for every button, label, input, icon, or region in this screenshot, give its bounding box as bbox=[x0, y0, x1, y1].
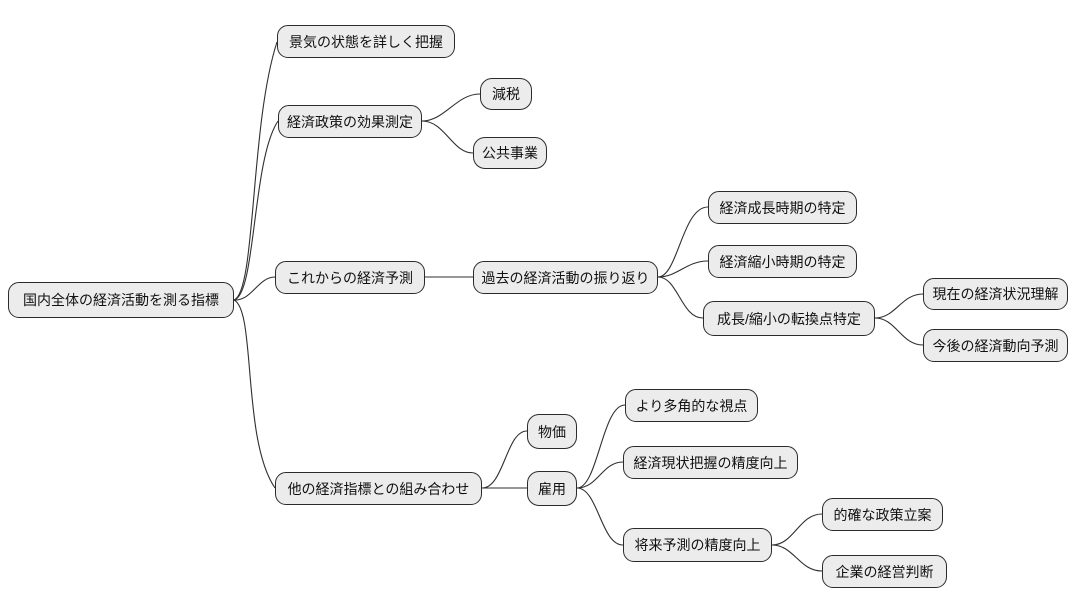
node-policy-planning[interactable]: 的確な政策立案 bbox=[822, 498, 943, 531]
edge-turning-point-to-current-understanding bbox=[874, 293, 924, 319]
node-multi-perspective[interactable]: より多角的な視点 bbox=[625, 389, 758, 422]
node-combination[interactable]: 他の経済指標との組み合わせ bbox=[275, 472, 482, 505]
edge-root-to-business-condition bbox=[233, 41, 278, 301]
edge-employment-to-current-accuracy bbox=[576, 461, 624, 489]
node-tax-cut[interactable]: 減税 bbox=[480, 78, 532, 110]
edge-root-to-policy-effect bbox=[233, 120, 279, 301]
node-future-trend[interactable]: 今後の経済動向予測 bbox=[923, 329, 1068, 362]
node-current-accuracy[interactable]: 経済現状把握の精度向上 bbox=[623, 446, 798, 479]
edge-root-to-future-forecast bbox=[233, 276, 276, 301]
edge-past-review-to-growth-period bbox=[657, 206, 709, 278]
node-growth-period[interactable]: 経済成長時期の特定 bbox=[708, 191, 857, 224]
node-public-works[interactable]: 公共事業 bbox=[473, 137, 547, 169]
edge-employment-to-forecast-accuracy bbox=[576, 487, 624, 546]
node-management-decision[interactable]: 企業の経営判断 bbox=[822, 555, 947, 588]
node-business-condition[interactable]: 景気の状態を詳しく把握 bbox=[277, 25, 455, 58]
node-past-review[interactable]: 過去の経済活動の振り返り bbox=[473, 261, 658, 294]
edge-employment-to-multi-perspective bbox=[576, 404, 626, 489]
edge-past-review-to-contraction-period bbox=[657, 260, 709, 278]
edge-forecast-accuracy-to-management-decision bbox=[771, 544, 823, 572]
node-contraction-period[interactable]: 経済縮小時期の特定 bbox=[708, 245, 857, 278]
edge-root-to-combination bbox=[233, 299, 276, 489]
node-root-gdp-indicator[interactable]: 国内全体の経済活動を測る指標 bbox=[8, 282, 234, 318]
node-turning-point[interactable]: 成長/縮小の転換点特定 bbox=[703, 301, 875, 336]
edge-combination-to-prices bbox=[481, 430, 528, 489]
edge-turning-point-to-future-trend bbox=[874, 317, 924, 346]
node-employment[interactable]: 雇用 bbox=[527, 471, 577, 506]
edge-past-review-to-turning-point bbox=[657, 276, 704, 319]
node-forecast-accuracy[interactable]: 将来予測の精度向上 bbox=[623, 528, 772, 562]
node-current-understanding[interactable]: 現在の経済状況理解 bbox=[923, 278, 1068, 310]
edge-policy-effect-to-public-works bbox=[421, 120, 474, 154]
node-prices[interactable]: 物価 bbox=[527, 414, 577, 449]
edge-forecast-accuracy-to-policy-planning bbox=[771, 513, 823, 546]
node-policy-effect[interactable]: 経済政策の効果測定 bbox=[278, 105, 422, 138]
node-future-forecast[interactable]: これからの経済予測 bbox=[275, 261, 425, 294]
edge-policy-effect-to-tax-cut bbox=[421, 93, 481, 122]
